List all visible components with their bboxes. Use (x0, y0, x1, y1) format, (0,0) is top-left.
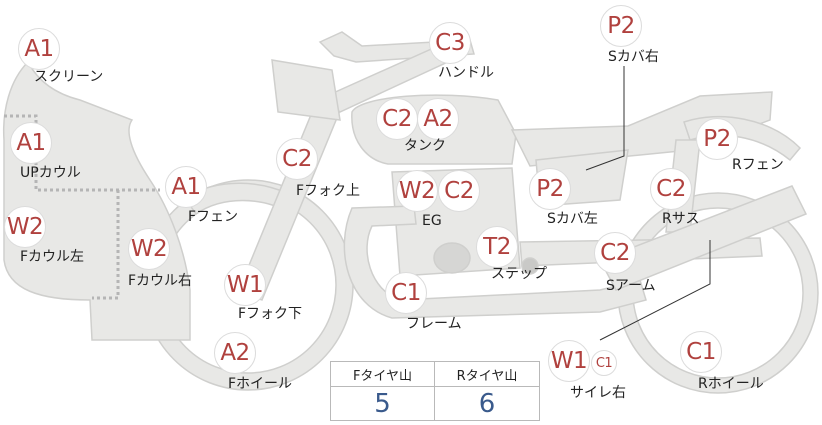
lower-frame-shape (343, 205, 647, 319)
silencer-code-badge-2: C1 (591, 350, 617, 376)
front-tire-value: 5 (374, 389, 391, 419)
frame-label: フレーム (406, 316, 462, 332)
s-cover-right-code-badge: P2 (600, 5, 642, 47)
eg-code-badge-1: W2 (396, 170, 438, 212)
cowl-dotted-line-lower (92, 190, 120, 300)
tank-label: タンク (404, 138, 446, 154)
leader-silencer (599, 240, 711, 341)
f-fork-lower-code-badge: W1 (224, 264, 266, 306)
up-cowl-code-badge: A1 (10, 122, 52, 164)
front-tire-header: Fタイヤ山 (331, 362, 434, 387)
f-wheel-code-badge: A2 (214, 332, 256, 374)
silencer-code-badge-1: W1 (548, 340, 590, 382)
tank-code-badge-1: C2 (376, 98, 418, 140)
frame-code-badge: C1 (385, 272, 427, 314)
r-sus-code-badge: C2 (650, 168, 692, 210)
front-cowl-shape (2, 60, 191, 341)
silencer-label: サイレ右 (570, 385, 626, 401)
f-fork-lower-label: Fフォク下 (238, 306, 303, 322)
f-cowl-left-code-badge: W2 (4, 206, 46, 248)
r-fender-label: Rフェン (732, 157, 784, 173)
screen-code-badge: A1 (18, 28, 60, 70)
s-arm-code-badge: C2 (594, 232, 636, 274)
handle-label: ハンドル (438, 65, 494, 81)
step-label: ステップ (491, 266, 547, 282)
rear-tire-header: Rタイヤ山 (435, 362, 539, 387)
step-peg (521, 257, 539, 275)
f-fender-code-badge: A1 (165, 166, 207, 208)
s-arm-label: Sアーム (606, 278, 656, 294)
tire-tread-table: Fタイヤ山 5 Rタイヤ山 6 (330, 361, 540, 421)
screen-label: スクリーン (34, 69, 104, 85)
f-cowl-right-code-badge: W2 (128, 228, 170, 270)
f-cowl-left-label: Fカウル左 (20, 249, 85, 265)
front-body-shape (271, 59, 341, 121)
f-fender-label: Fフェン (188, 209, 239, 225)
s-cover-right-label: Sカバ右 (608, 49, 659, 65)
eg-code-badge-2: C2 (438, 170, 480, 212)
up-cowl-label: UPカウル (20, 165, 81, 181)
f-fork-upper-code-badge: C2 (276, 138, 318, 180)
r-fender-code-badge: P2 (696, 118, 738, 160)
step-code-badge: T2 (476, 226, 518, 268)
silencer-shape (598, 185, 808, 291)
leader-s-cover-right (585, 66, 625, 171)
s-cover-left-label: Sカバ左 (547, 211, 598, 227)
handle-code-badge: C3 (429, 22, 471, 64)
front-tire-column: Fタイヤ山 5 (331, 362, 435, 420)
step-shape (433, 242, 471, 274)
r-wheel-code-badge: C1 (680, 331, 722, 373)
f-wheel-label: Fホイール (228, 376, 293, 392)
f-fork-upper-label: Fフォク上 (296, 183, 361, 199)
f-cowl-right-label: Fカウル右 (128, 273, 193, 289)
eg-label: EG (422, 213, 442, 229)
rear-tire-value: 6 (478, 389, 496, 419)
tank-code-badge-2: A2 (417, 98, 459, 140)
rear-tire-column: Rタイヤ山 6 (435, 362, 539, 420)
r-wheel-label: Rホイール (698, 376, 764, 392)
r-sus-label: Rサス (662, 211, 700, 227)
s-cover-left-code-badge: P2 (529, 168, 571, 210)
